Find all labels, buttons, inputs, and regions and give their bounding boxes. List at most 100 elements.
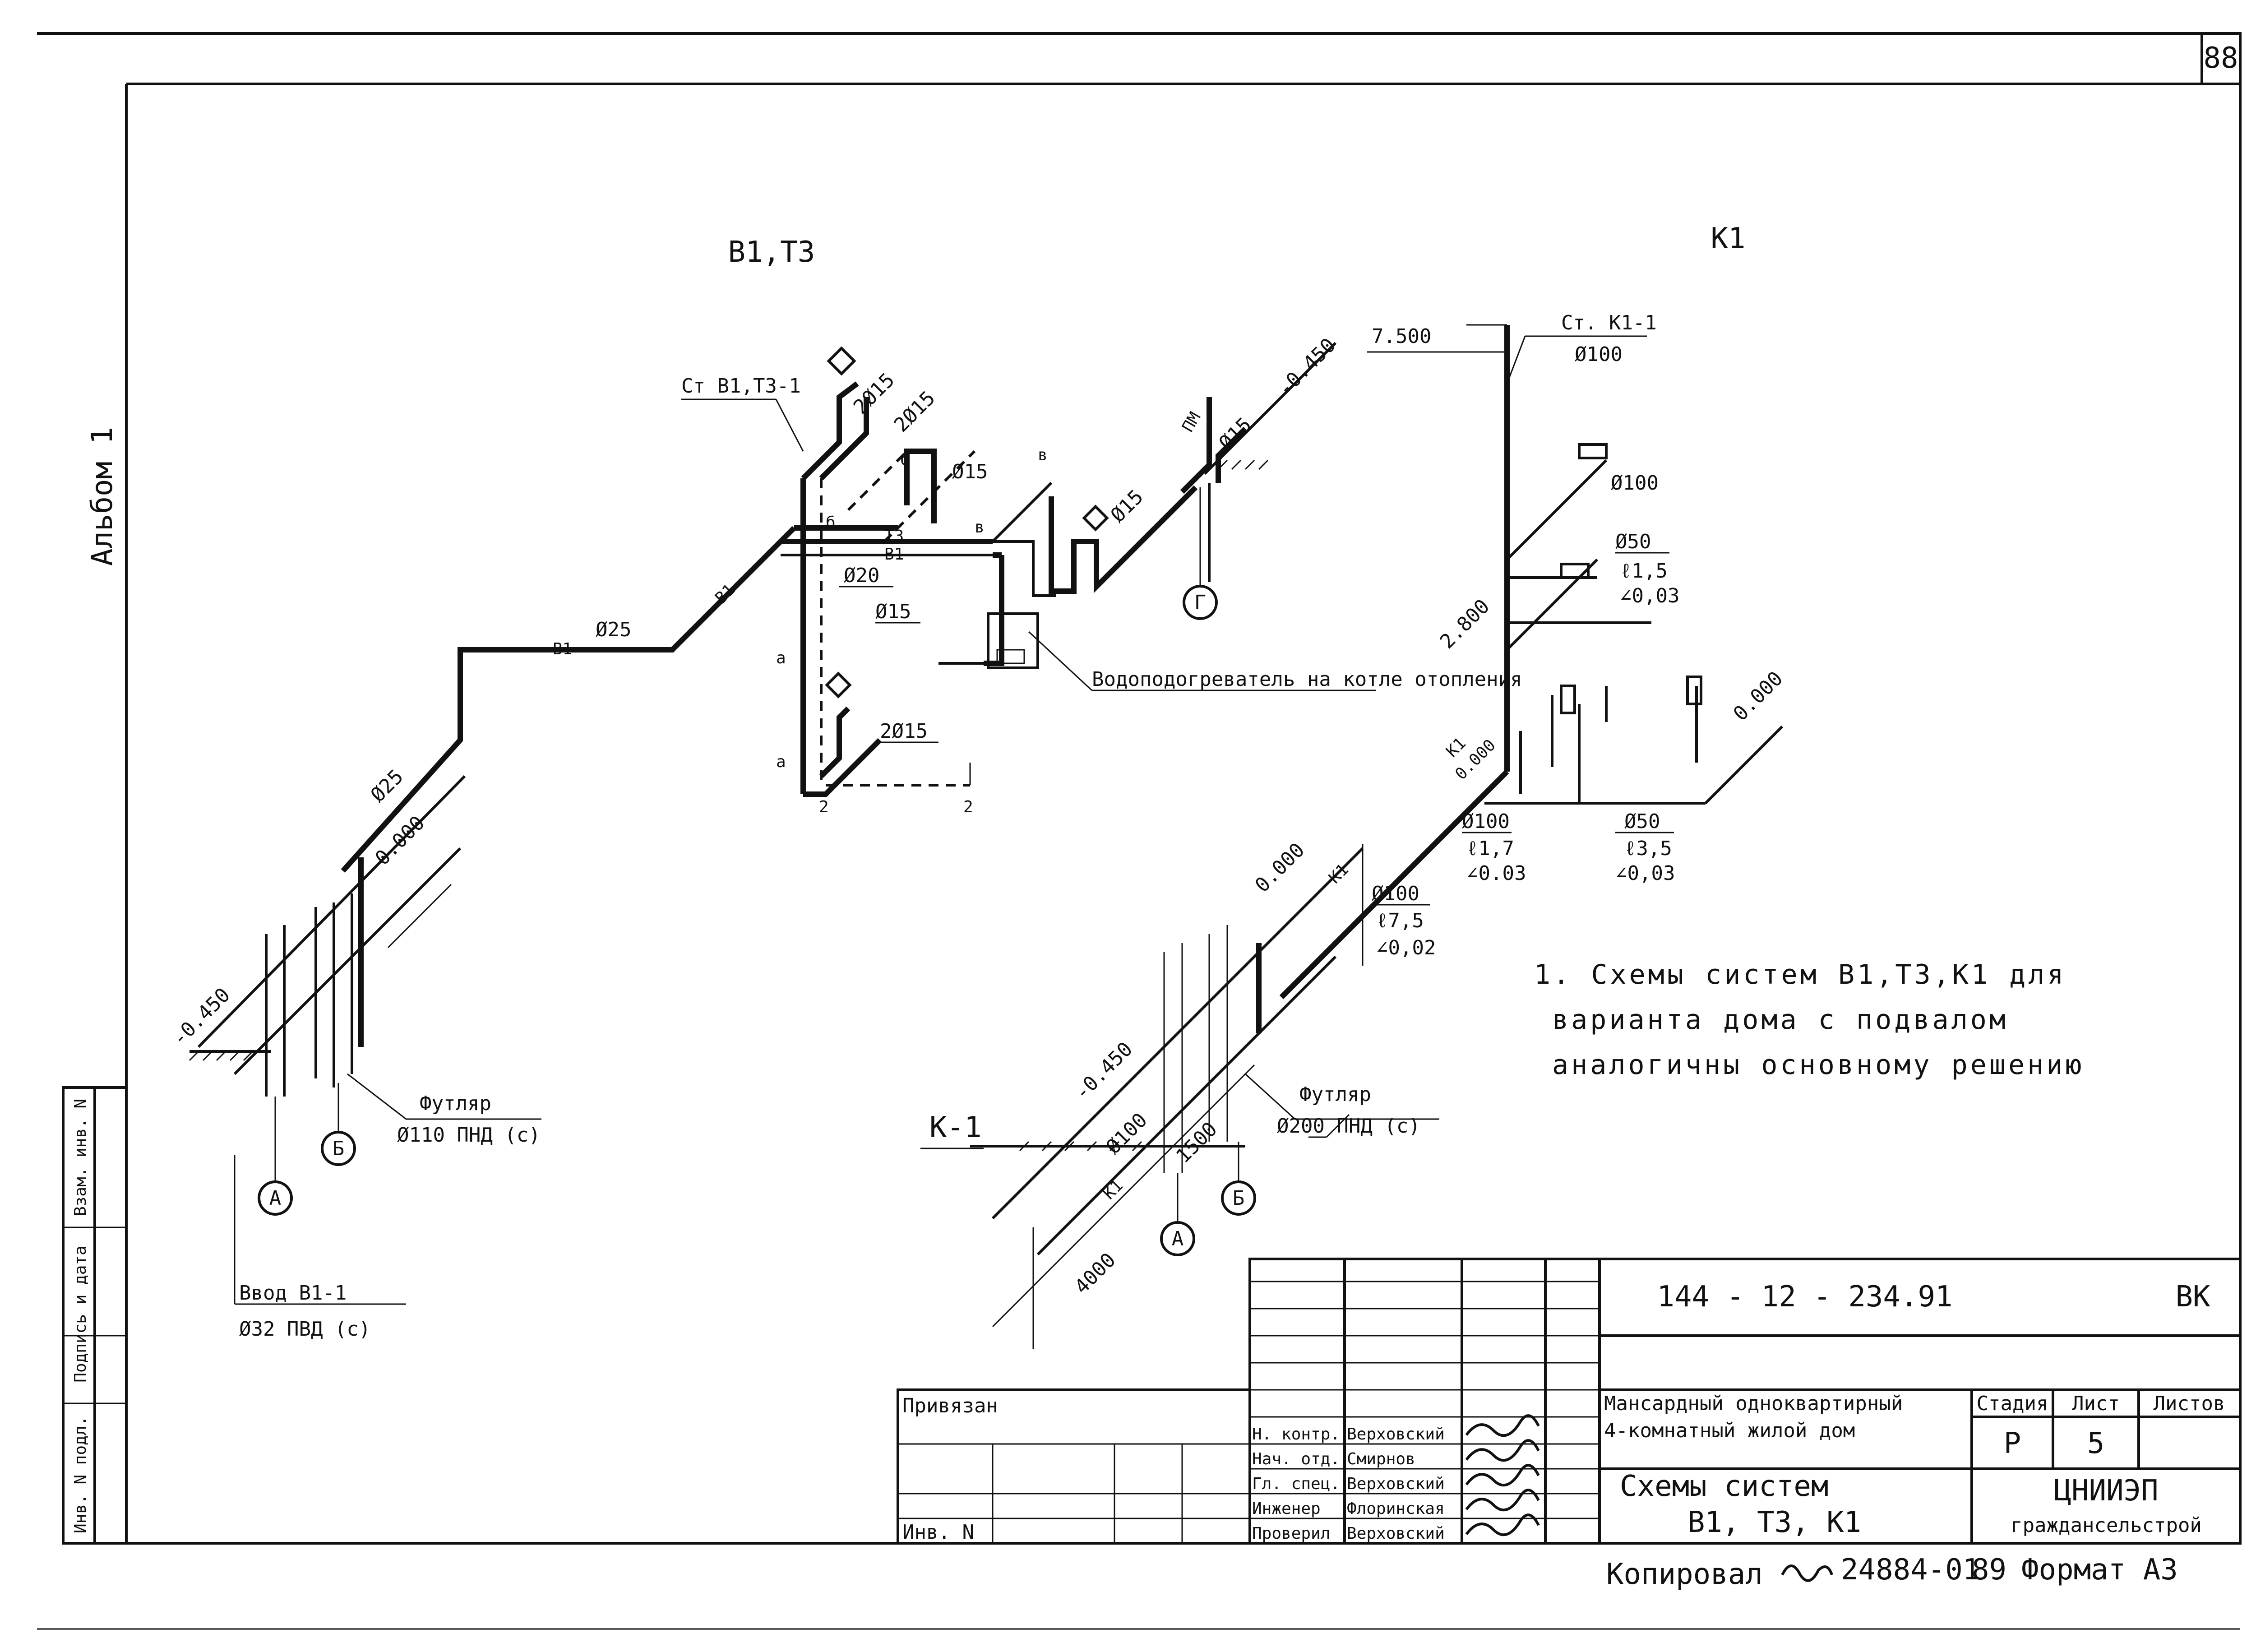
role-2: Нач. отд. <box>1252 1450 1340 1468</box>
left-tag-b1-a: В1 <box>553 640 572 658</box>
left-tag-v-1: в <box>975 518 985 537</box>
left-dim-5: Ø15 <box>1215 413 1256 455</box>
branch-b-line-1: Ø100 <box>1462 810 1510 833</box>
left-scheme-pipes <box>190 342 1337 1305</box>
role-4: Инженер <box>1252 1499 1321 1518</box>
format-label: Формат А3 <box>2021 1553 2178 1587</box>
branch-a-line-1: Ø50 <box>1615 530 1651 553</box>
left-dim-7: Ø25 <box>596 618 631 641</box>
right-riser-dia: Ø100 <box>1575 343 1623 366</box>
left-dim-25: Ø25 <box>366 765 408 807</box>
left-tag-v-2: в <box>1038 446 1048 464</box>
note-line-1: 1. Схемы систем В1,Т3,К1 для <box>1534 959 2066 990</box>
signatures <box>1465 1414 1540 1536</box>
left-axis-markers <box>258 487 1218 1216</box>
k1-tag-lower: К1 <box>1100 1176 1127 1203</box>
left-tag-t3: Т3 <box>884 527 904 546</box>
right-riser-label: Ст. К1-1 <box>1561 311 1657 334</box>
sheet-name-2: В1, Т3, К1 <box>1687 1506 1861 1539</box>
axis-b-right: Б <box>1233 1187 1245 1210</box>
name-3: Верховский <box>1347 1475 1445 1493</box>
right-level-top: 7.500 <box>1372 325 1431 348</box>
branch-c-line-1: Ø50 <box>1624 810 1660 833</box>
left-level-zero: 0.000 <box>371 811 430 870</box>
left-tag-2-1: 2 <box>819 798 829 816</box>
axis-b-left: Б <box>333 1137 345 1160</box>
axis-a-left: А <box>269 1187 282 1210</box>
left-tag-b-1: б <box>826 514 836 532</box>
k1-level-minus: -0.450 <box>1070 1037 1137 1104</box>
right-level-zero: 0.000 <box>1729 667 1788 726</box>
right-ground-hatch <box>1019 1141 1142 1152</box>
left-scheme-title: В1,Т3 <box>728 236 815 269</box>
left-sleeve-title: Футляр <box>420 1092 491 1115</box>
left-dim-6: Ø20 <box>844 564 879 587</box>
col-sheets: Листов <box>2154 1392 2225 1415</box>
left-dim-2: 2Ø15 <box>890 387 940 437</box>
main-line-3: ∠0,02 <box>1376 936 1436 959</box>
branch-c-line-2: ℓ3,5 <box>1624 837 1672 860</box>
right-branch-a: Ø100 Ø50 ℓ1,5 ∠0,03 <box>1611 472 1679 607</box>
role-1: Н. контр. <box>1252 1425 1340 1444</box>
k1-section-label: К-1 <box>929 1111 982 1144</box>
left-level-minus: -0.450 <box>168 983 235 1050</box>
left-dim-9: 2Ø15 <box>880 720 928 743</box>
copied-label: Копировал <box>1606 1558 1763 1591</box>
bound-label: Привязан <box>902 1394 998 1417</box>
role-3: Гл. спец. <box>1252 1475 1340 1493</box>
sheet-value: 5 <box>2087 1427 2105 1460</box>
left-inlet-title: Ввод В1-1 <box>239 1282 347 1305</box>
object-name-1: Мансардный одноквартирный <box>1604 1392 1903 1415</box>
k1-pipe-dia: Ø100 <box>1102 1109 1152 1159</box>
role-5: Проверил <box>1252 1524 1330 1543</box>
right-axis-markers <box>1160 1142 1256 1256</box>
page-number: 88 <box>2203 42 2238 75</box>
right-sleeve-spec: Ø200 ПНД (с) <box>1277 1115 1420 1138</box>
name-1: Верховский <box>1347 1425 1445 1444</box>
col-stage: Стадия <box>1977 1392 2048 1415</box>
axis-a-right: А <box>1172 1227 1184 1250</box>
k1-dim-4000: 4000 <box>1070 1249 1120 1299</box>
note-line-2: варианта дома с подвалом <box>1552 1004 2008 1036</box>
sheet-name-1: Схемы систем <box>1620 1470 1828 1503</box>
right-level-mid: 2.800 <box>1436 595 1494 653</box>
left-dim-3: Ø15 <box>952 460 988 483</box>
left-ground-hatch <box>189 459 1269 1061</box>
k1-dim-1500: 1500 <box>1172 1118 1222 1168</box>
left-tag-b-2: б <box>900 450 910 469</box>
name-4: Флоринская <box>1347 1499 1445 1518</box>
right-main-line: Ø100 ℓ7,5 ∠0,02 <box>1372 882 1436 959</box>
right-scheme-pipes <box>970 324 1784 1349</box>
left-tag-a-2: а <box>776 753 786 771</box>
col-sheet: Лист <box>2072 1392 2120 1415</box>
right-branch-c: Ø50 ℓ3,5 ∠0,03 <box>1615 810 1675 885</box>
inv-no-label: Инв. N <box>902 1521 974 1544</box>
org-2: граждансельстрой <box>2011 1514 2202 1537</box>
branch-b-line-3: ∠0.03 <box>1466 862 1526 885</box>
branch-b-line-2: ℓ1,7 <box>1466 837 1514 860</box>
left-tag-2-2: 2 <box>963 798 973 816</box>
org-1: ЦНИИЭП <box>2054 1474 2158 1508</box>
print-code: 24884-01 <box>1841 1553 1980 1587</box>
right-branch-b: Ø100 ℓ1,7 ∠0.03 <box>1462 810 1526 885</box>
left-inlet-spec: Ø32 ПВД (с) <box>239 1318 370 1341</box>
branch-c-line-3: ∠0,03 <box>1615 862 1675 885</box>
left-dim-8: Ø15 <box>875 600 911 623</box>
left-riser-label: Ст В1,Т3-1 <box>681 375 801 398</box>
right-sleeve-title: Футляр <box>1299 1083 1371 1106</box>
title-block-grid <box>897 1258 2242 1545</box>
name-5: Верховский <box>1347 1524 1445 1543</box>
note-line-3: аналогичны основному решению <box>1552 1049 2084 1081</box>
stamp-replace-label: Взам. инв. N <box>71 1099 90 1216</box>
object-name-2: 4-комнатный жилой дом <box>1604 1419 1855 1442</box>
doc-code: 144 - 12 - 234.91 <box>1657 1280 1952 1314</box>
branch-a-dia: Ø100 <box>1611 472 1659 495</box>
left-tag-b1-c: В1 <box>884 545 904 564</box>
side-stamp <box>62 1086 128 1545</box>
main-line-1: Ø100 <box>1372 882 1419 905</box>
doc-mark: ВК <box>2175 1280 2210 1314</box>
stamp-sign-label: Подпись и дата <box>71 1245 90 1382</box>
stamp-inv-label: Инв. N подл. <box>71 1416 90 1533</box>
album-label: Альбом 1 <box>86 427 119 566</box>
